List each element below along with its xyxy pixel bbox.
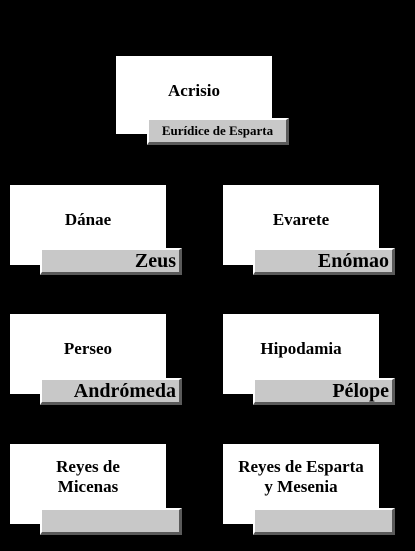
- node-label-line2: Micenas: [57, 477, 119, 496]
- spouse-bar-euridice: Eurídice de Esparta: [147, 118, 289, 145]
- spouse-label: Zeus: [134, 249, 176, 272]
- spouse-bar-zeus: Zeus: [40, 248, 182, 275]
- spouse-bar-andromeda: Andrómeda: [40, 378, 182, 405]
- node-label-line1: Reyes de Esparta: [238, 457, 364, 477]
- spouse-bar-empty-left: [40, 508, 182, 535]
- node-label: Dánae: [64, 210, 112, 230]
- spouse-label: Eurídice de Esparta: [161, 123, 274, 138]
- node-label: Hipodamia: [260, 339, 342, 359]
- node-label: Perseo: [63, 339, 113, 359]
- spouse-label: Enómao: [317, 249, 389, 272]
- node-label: Evarete: [272, 210, 330, 230]
- spouse-bar-pelope: Pélope: [253, 378, 395, 405]
- node-label-line1: Reyes de: [56, 457, 120, 477]
- spouse-label: Andrómeda: [73, 379, 176, 402]
- node-label: Acrisio: [168, 81, 220, 101]
- spouse-label: Pélope: [332, 379, 389, 402]
- spouse-bar-enomao: Enómao: [253, 248, 395, 275]
- spouse-bar-empty-right: [253, 508, 395, 535]
- node-label-line2: y Mesenia: [264, 477, 338, 496]
